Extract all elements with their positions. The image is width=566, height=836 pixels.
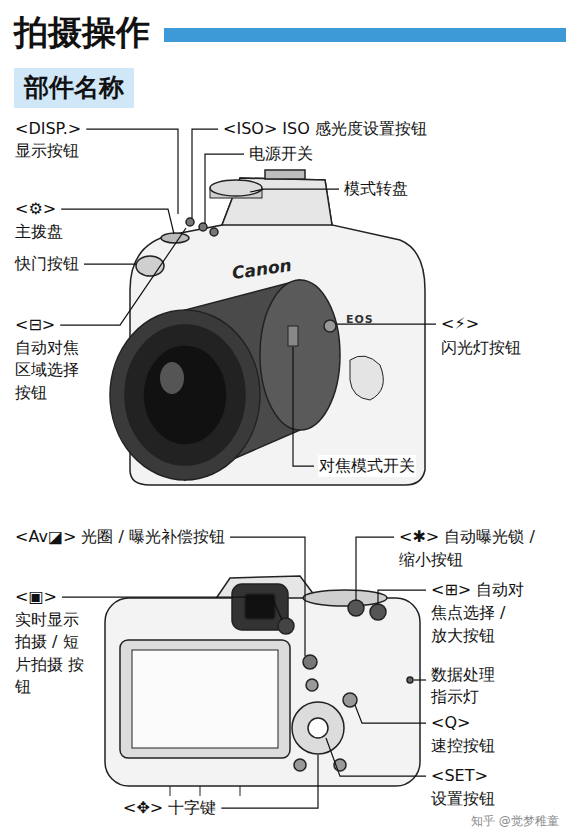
leader-line xyxy=(60,228,186,325)
part-label: <DISP.> xyxy=(14,118,82,140)
part-label: 显示按钮 xyxy=(14,140,80,162)
front-camera xyxy=(110,170,425,485)
part-label: 焦点选择 / xyxy=(430,602,506,624)
part-label: <⚡> xyxy=(440,313,480,335)
part-label: 快门按钮 xyxy=(14,253,80,275)
part-label: <⊟> xyxy=(14,314,56,336)
leader-line xyxy=(62,597,282,620)
page-title: 拍摄操作 xyxy=(14,10,150,54)
leader-line xyxy=(356,537,394,601)
part-label: 设置按钮 xyxy=(430,788,496,810)
leader-line xyxy=(61,209,174,234)
part-label: <✥> 十字键 xyxy=(122,797,217,819)
leader-line xyxy=(205,154,244,224)
leader-line xyxy=(293,347,314,466)
part-label: <▣> xyxy=(14,586,58,608)
section-heading: 部件名称 xyxy=(24,71,124,105)
part-label: 闪光灯按钮 xyxy=(440,337,522,359)
part-label: <⚙> xyxy=(14,198,57,220)
part-label: 数据处理 指示灯 xyxy=(430,664,502,709)
leader-line xyxy=(221,755,318,808)
part-label: <✱> 自动曝光锁 / xyxy=(398,526,536,548)
part-label: 电源开关 xyxy=(248,143,314,165)
back-camera xyxy=(105,576,420,796)
part-label: 速控按钮 xyxy=(430,735,496,757)
part-label: 对焦模式开关 xyxy=(318,455,416,477)
leader-line xyxy=(414,679,426,680)
part-label: <Q> xyxy=(430,712,471,734)
part-label: 实时显示 拍摄 / 短片拍摄 按钮 xyxy=(14,609,88,699)
part-label: 自动对焦 区域选择 按钮 xyxy=(14,337,84,404)
leader-line xyxy=(355,705,426,723)
title-bar xyxy=(164,28,566,42)
leader-line xyxy=(250,189,339,192)
part-label: <ISO> ISO 感光度设置按钮 xyxy=(222,118,428,140)
part-label: <Av◪> 光圈 / 曝光补偿按钮 xyxy=(14,526,226,548)
leader-line xyxy=(378,590,426,605)
watermark: 知乎 @觉梦稚童 xyxy=(470,813,560,830)
part-label: <⊞> 自动对 xyxy=(430,579,525,601)
leader-line xyxy=(84,264,136,265)
part-label: 缩小按钮 xyxy=(398,549,464,571)
part-label: 放大按钮 xyxy=(430,625,496,647)
part-label: 模式转盘 xyxy=(343,178,409,200)
leader-line xyxy=(326,738,426,776)
part-label: 主拨盘 xyxy=(14,221,64,243)
part-label: <SET> xyxy=(430,765,489,787)
section-heading-box: 部件名称 xyxy=(14,68,134,108)
leader-line xyxy=(86,129,178,214)
brand-logo: EOS xyxy=(346,312,374,327)
